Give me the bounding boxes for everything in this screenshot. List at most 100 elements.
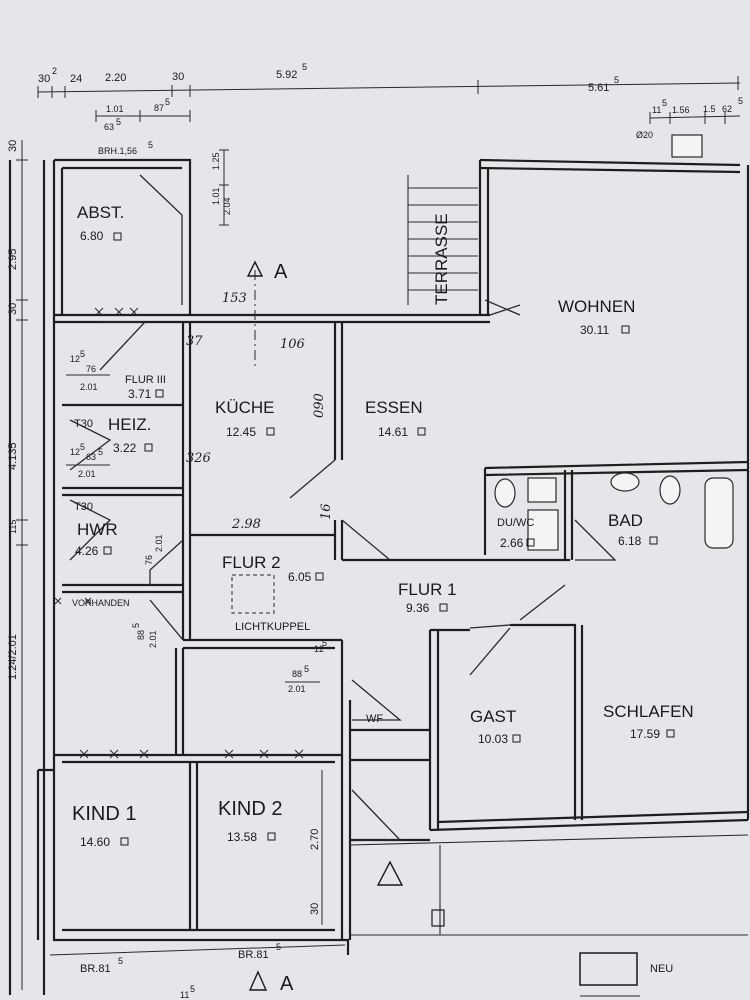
room-gast-name: GAST (470, 707, 516, 726)
dim-top-13: 62 (722, 104, 732, 114)
room-wf-name: WF (366, 713, 383, 725)
hand-note-106: 106 (280, 337, 305, 352)
sink-du-wc-icon (527, 477, 557, 503)
area-square-icon (103, 546, 112, 555)
brh-label-sup: 5 (148, 140, 153, 150)
entrance-triangle-icon (376, 860, 404, 886)
room-kueche-area: 12.45 (226, 425, 256, 439)
toilet-du-wc-icon (494, 478, 516, 508)
section-mark-top: A (274, 261, 288, 283)
room-duwc-name: DU/WC (497, 517, 534, 529)
area-square-icon (417, 427, 426, 436)
mid-dim-3: 12 (314, 644, 324, 654)
bottom-br-2: BR.81 (238, 949, 269, 961)
mid-dim-2: 2.01 (288, 684, 306, 694)
bottom-br-2-sup: 5 (276, 942, 281, 952)
skylight-outline (231, 574, 275, 614)
chimney-icon (671, 134, 703, 158)
entrance-box-icon (431, 909, 445, 927)
area-square-icon (526, 538, 535, 547)
dim-top-5-sup: 5 (302, 62, 307, 72)
dim-left-2: 2.95 (7, 249, 19, 270)
heiz-door-label: T30 (74, 418, 93, 430)
bottom-dim-3-sup: 5 (190, 984, 195, 994)
hand-note-090: 090 (312, 393, 327, 418)
bottom-br-1-sup: 5 (118, 956, 123, 966)
dim-top-10-sup: 5 (662, 98, 667, 108)
room-gast-area: 10.03 (478, 732, 508, 746)
kind-dim-1: 88 (136, 630, 146, 640)
room-bad-name: BAD (608, 511, 643, 530)
dim-top-9-sup: 5 (116, 117, 121, 127)
area-square-icon (512, 734, 521, 743)
area-square-icon (439, 603, 448, 612)
room-abst-name: ABST. (77, 203, 124, 222)
abst-dim-line (219, 149, 229, 226)
bathtub-icon (704, 477, 734, 549)
hand-note-16: 16 (319, 503, 334, 520)
room-kind2-area: 13.58 (227, 830, 257, 844)
room-kind1-name: KIND 1 (72, 803, 136, 825)
flur3-dim-1: 12 (70, 354, 80, 364)
terrace-hatch (407, 175, 478, 305)
room-schlafen-area: 17.59 (630, 727, 660, 741)
flur3-dim-2: 76 (86, 364, 96, 374)
room-schlafen-name: SCHLAFEN (603, 702, 694, 721)
dim-top-2: 24 (70, 73, 82, 85)
area-square-icon (267, 832, 276, 841)
room-wohnen-name: WOHNEN (558, 297, 635, 316)
flur3-dim-3: 2.01 (80, 382, 98, 392)
dim-top-7: 1.01 (106, 104, 124, 114)
dim-top-9: 63 (104, 122, 114, 132)
room-kueche-name: KÜCHE (215, 398, 275, 417)
area-square-icon (155, 389, 164, 398)
room-wohnen-area: 30.11 (580, 323, 609, 337)
bottom-br-1: BR.81 (80, 963, 111, 975)
doors (69, 174, 617, 841)
dim-top-12: 1.5 (703, 104, 716, 114)
section-triangle-top-icon (246, 260, 264, 277)
bottom-dim-3: 11 (180, 990, 189, 1000)
room-kind2-name: KIND 2 (218, 798, 282, 820)
sink-bad-icon (610, 472, 640, 492)
legend-new-swatch (579, 952, 638, 986)
dim-top-13-sup: 5 (738, 96, 743, 106)
left-dimension-line (8, 140, 46, 995)
skylight-label: LICHTKUPPEL (235, 621, 310, 633)
heiz-dim-1: 12 (70, 447, 80, 457)
kind-dim-1-sup: 5 (131, 623, 141, 628)
abst-dim-3: 1.25 (211, 152, 221, 170)
dim-top-1: 30 (38, 73, 50, 85)
hwr-dim-2: 2.01 (154, 534, 164, 552)
area-square-icon (315, 572, 324, 581)
dim-left-6: 1.24/2.01 (7, 634, 19, 680)
dim-top-6-sup: 5 (614, 75, 619, 85)
dim-left-3: 30 (7, 303, 19, 315)
dim-top-8-sup: 5 (165, 97, 170, 107)
kind2-height: 2.70 (309, 829, 321, 850)
room-abst-area: 6.80 (80, 229, 104, 243)
heiz-dim-3: 2.01 (78, 469, 96, 479)
area-square-icon (266, 427, 275, 436)
room-bad-area: 6.18 (618, 534, 642, 548)
kind-dim-2: 2.01 (148, 630, 158, 648)
heiz-dim-1-sup: 5 (80, 442, 85, 452)
area-square-icon (120, 837, 129, 846)
room-flur1-name: FLUR 1 (398, 580, 457, 599)
area-square-icon (649, 536, 658, 545)
room-heiz-name: HEIZ. (108, 415, 151, 434)
vorhanden-label: VORHANDEN (72, 598, 130, 608)
dim-top-1-sup: 2 (52, 66, 57, 76)
room-flur2-name: FLUR 2 (222, 553, 281, 572)
area-square-icon (666, 729, 675, 738)
dim-top-10: 11 (652, 105, 661, 115)
dim-left-4: 4.135 (7, 442, 19, 470)
kind2-height-2: 30 (309, 903, 321, 915)
walls (36, 158, 750, 955)
window-marks (54, 307, 304, 759)
abst-dim-1: 1.01 (211, 187, 221, 205)
room-essen-area: 14.61 (378, 425, 408, 439)
section-triangle-bottom-icon (248, 970, 268, 991)
mid-dim-1: 88 (292, 669, 302, 679)
